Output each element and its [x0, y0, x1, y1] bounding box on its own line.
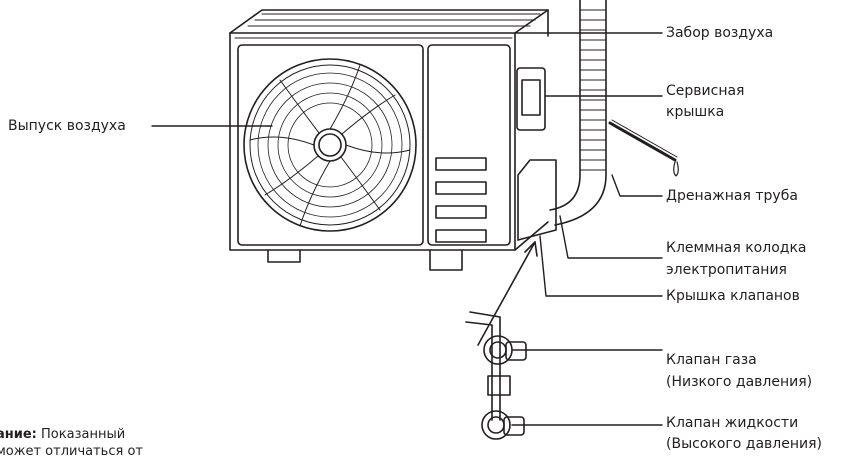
label-drain-pipe: Дренажная труба: [666, 188, 798, 204]
valves-assembly: [465, 311, 527, 440]
outdoor-unit-casing: [229, 9, 549, 251]
note-line1: ание: Показанный: [0, 426, 125, 444]
note-line2: может отличаться от: [0, 443, 143, 461]
note-text-2: может отличаться от: [0, 444, 143, 459]
label-valve-cover: Крышка клапанов: [666, 288, 800, 304]
valve-cover: [517, 159, 557, 241]
label-air-intake: Забор воздуха: [666, 25, 774, 41]
label-service-cover-line2: крышка: [666, 104, 725, 120]
note-bold: ание:: [0, 427, 37, 442]
service-cover: [516, 67, 546, 131]
unit-feet: [267, 249, 463, 271]
fan-grille: [243, 58, 417, 232]
label-terminal-block-line1: Клеммная колодка: [666, 240, 807, 256]
label-terminal-block-line2: электропитания: [666, 262, 787, 278]
valve-arrow: [477, 241, 538, 346]
side-louvers: [435, 157, 487, 243]
pipe-insulation: [549, 0, 607, 226]
label-service-cover-line1: Сервисная: [666, 83, 745, 99]
label-gas-valve-line1: Клапан газа: [666, 352, 757, 368]
label-liquid-valve-line1: Клапан жидкости: [666, 415, 799, 431]
label-air-outlet: Выпуск воздуха: [8, 118, 126, 134]
label-liquid-valve-line2: (Высокого давления): [666, 436, 822, 452]
note-text-1: Показанный: [36, 427, 126, 442]
callout-lines: [151, 32, 663, 426]
drain-pipe: [608, 119, 679, 177]
label-gas-valve-line2: (Низкого давления): [666, 374, 813, 390]
